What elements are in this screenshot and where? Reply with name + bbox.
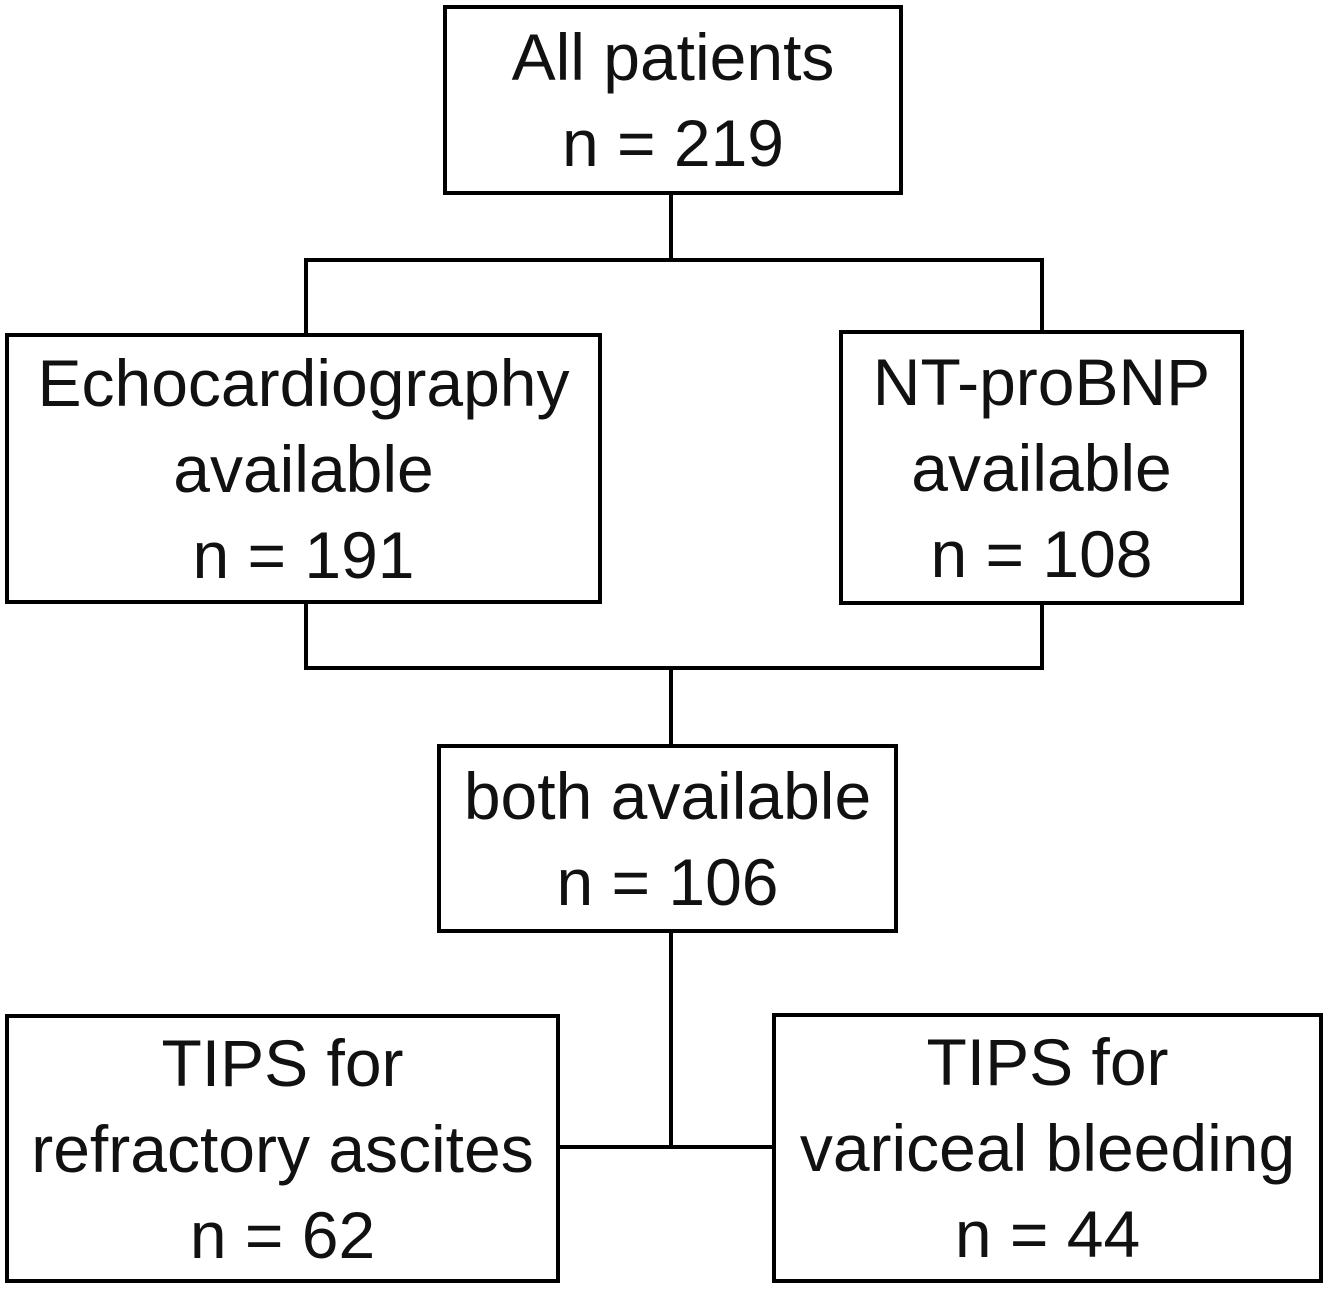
node-ntprobnp-count: n = 108 bbox=[930, 516, 1153, 591]
node-tips-refractory-ascites: TIPS for refractory ascites n = 62 bbox=[5, 1014, 560, 1283]
connector-ntprobnp-inlet bbox=[1040, 258, 1044, 330]
connector-echo-inlet bbox=[304, 258, 308, 333]
node-tips-variceal-bleeding: TIPS for variceal bleeding n = 44 bbox=[772, 1013, 1323, 1283]
node-echo-label-line2: available bbox=[173, 431, 434, 506]
connector-top-vertical bbox=[669, 194, 673, 262]
node-both-count: n = 106 bbox=[556, 844, 779, 919]
node-tips-ascites-count: n = 62 bbox=[189, 1197, 376, 1272]
node-tips-bleeding-label-line1: TIPS for bbox=[926, 1025, 1169, 1099]
node-all-patients-count: n = 219 bbox=[561, 106, 785, 180]
connector-split-horizontal bbox=[304, 258, 1044, 262]
connector-both-inlet bbox=[669, 666, 673, 744]
node-both-label: both available bbox=[463, 758, 872, 833]
node-tips-ascites-label-line1: TIPS for bbox=[161, 1025, 404, 1100]
connector-ntprobnp-outlet bbox=[1040, 605, 1044, 670]
node-all-patients-label: All patients bbox=[511, 20, 835, 94]
node-ntprobnp-available: NT-proBNP available n = 108 bbox=[839, 330, 1244, 605]
node-both-available: both available n = 106 bbox=[437, 744, 898, 933]
node-ntprobnp-label-line2: available bbox=[911, 430, 1172, 505]
node-tips-ascites-label-line2: refractory ascites bbox=[31, 1111, 534, 1186]
connector-bottom-horizontal bbox=[560, 1145, 772, 1149]
node-echocardiography-available: Echocardiography available n = 191 bbox=[5, 333, 602, 604]
node-tips-bleeding-count: n = 44 bbox=[954, 1197, 1141, 1271]
node-ntprobnp-label-line1: NT-proBNP bbox=[872, 344, 1211, 419]
connector-echo-outlet bbox=[304, 604, 308, 670]
node-echo-count: n = 191 bbox=[192, 517, 415, 592]
node-tips-bleeding-label-line2: variceal bleeding bbox=[799, 1111, 1296, 1185]
connector-merge-horizontal bbox=[304, 666, 1044, 670]
connector-both-outlet bbox=[669, 933, 673, 1147]
node-echo-label-line1: Echocardiography bbox=[37, 345, 570, 420]
node-all-patients: All patients n = 219 bbox=[443, 5, 903, 195]
